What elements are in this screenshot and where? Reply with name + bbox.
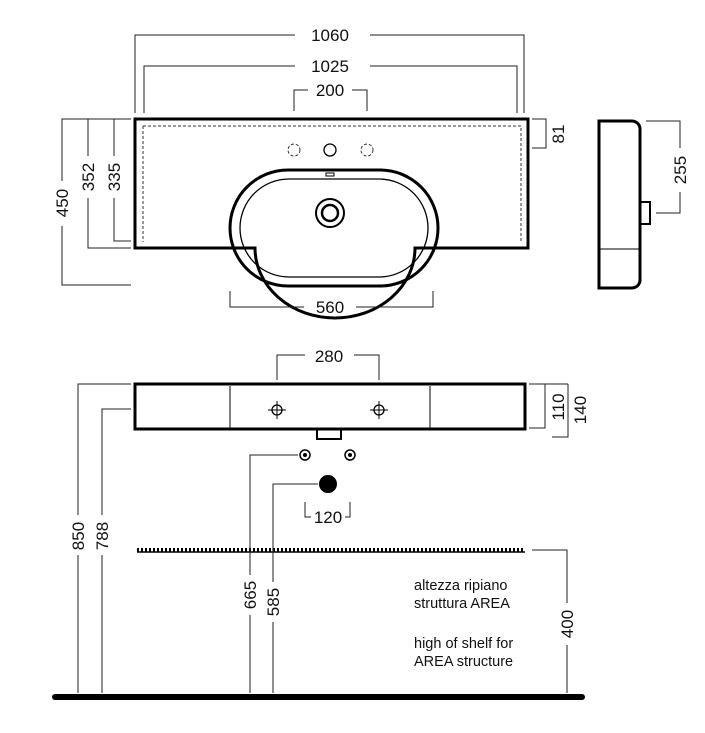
tap-hole-right (360, 143, 374, 157)
side-view: 255 (597, 119, 690, 290)
front-tap-left (268, 401, 286, 419)
top-view: 1060 1025 200 560 450 352 335 81 (53, 26, 568, 320)
front-body (133, 382, 527, 431)
dim-140-label: 140 (571, 396, 590, 424)
dim-400-label: 400 (558, 610, 577, 638)
note-en-line2: AREA structure (414, 654, 513, 670)
dim-1025-label: 1025 (311, 57, 349, 76)
dim-450-line (61, 118, 131, 286)
basin-outline-top (133, 117, 530, 320)
dim-1060-label: 1060 (311, 26, 349, 45)
bowl-outer (228, 168, 440, 288)
dim-665-label: 665 (241, 581, 260, 609)
dim-560-line (229, 291, 434, 308)
dim-255-line (646, 120, 681, 214)
dim-450-label: 450 (53, 189, 72, 217)
dim-280-label: 280 (315, 347, 343, 366)
dim-110-line (529, 383, 546, 429)
dim-110-label: 110 (549, 393, 568, 420)
dim-850-label: 850 (69, 522, 88, 550)
dim-400-line (532, 549, 568, 693)
dim-200-label: 200 (316, 81, 344, 100)
dim-200-line (293, 89, 368, 111)
dim-850-line (77, 383, 131, 693)
drain-outer (315, 198, 345, 228)
dim-352-label: 352 (79, 163, 98, 191)
dim-788-label: 788 (93, 522, 112, 550)
bowl-inner (239, 178, 429, 278)
tap-hole-center (323, 143, 337, 157)
dim-81-line (532, 118, 547, 149)
outlet-left (299, 449, 311, 461)
front-tap-right (370, 401, 388, 419)
note-en-line1: high of shelf for (414, 636, 513, 652)
dim-255-label: 255 (671, 156, 690, 184)
basin-inner-dashed (142, 125, 522, 242)
dim-120-line (304, 502, 351, 518)
front-drain-stub (316, 428, 342, 440)
dim-1060-line (134, 34, 525, 113)
dim-585-line (272, 483, 318, 693)
note-it-line2: struttura AREA (414, 596, 510, 612)
dim-1025-line (143, 65, 518, 113)
dim-335-line (113, 118, 131, 242)
note-it-line1: altezza ripiano (414, 578, 508, 594)
side-body (597, 119, 642, 290)
dim-665-line (249, 454, 298, 693)
overflow-slot (325, 172, 335, 177)
dim-280-line (276, 354, 380, 380)
dim-81-label: 81 (549, 125, 568, 144)
dim-585-label: 585 (264, 588, 283, 616)
front-view: 280 110 140 120 850 788 665 (52, 347, 590, 700)
dim-140-line (545, 383, 569, 438)
dim-335-label: 335 (105, 163, 124, 191)
side-drain-stub (639, 201, 651, 225)
dim-120-label: 120 (314, 508, 342, 527)
waste-outlet (319, 475, 337, 493)
dim-788-line (101, 408, 131, 693)
tap-hole-left (287, 143, 301, 157)
outlet-right (344, 449, 356, 461)
dim-560-label: 560 (316, 298, 344, 317)
drain-inner (320, 203, 340, 223)
